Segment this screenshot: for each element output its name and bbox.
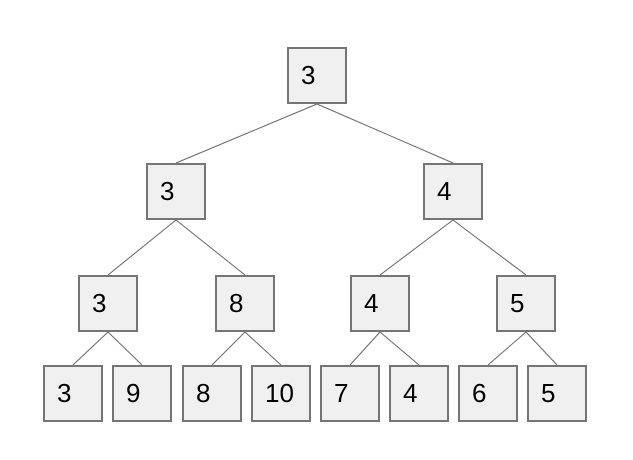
tree-node-l2-2: 4 [350,275,410,332]
tree-node-leaf-3: 10 [251,365,311,422]
tree-node-leaf-5: 4 [389,365,449,422]
tree-edge [244,331,282,366]
tree-edge [525,331,558,366]
tree-node-l1-1: 4 [423,163,483,220]
tree-edge [379,219,454,276]
tree-edge [107,331,143,366]
tree-node-leaf-7: 5 [527,365,587,422]
tree-node-leaf-1: 9 [112,365,172,422]
tree-node-l2-0: 3 [78,275,138,332]
tree-edge [175,219,246,276]
tree-node-leaf-0: 3 [43,365,103,422]
tree-node-root: 3 [287,47,347,104]
tree-node-leaf-6: 6 [458,365,518,422]
tree-edge [349,331,381,366]
tree-node-leaf-4: 7 [320,365,380,422]
tree-edge [72,331,109,366]
tree-edge [379,331,420,366]
tree-edge [211,331,246,366]
tree-edge [487,331,527,366]
tree-node-l2-3: 5 [496,275,556,332]
tree-edge [107,219,177,276]
tree-edge [316,103,454,164]
tree-node-l1-0: 3 [146,163,206,220]
tree-node-leaf-2: 8 [182,365,242,422]
tree-edge [175,103,318,164]
tree-edge [452,219,527,276]
tree-node-l2-1: 8 [215,275,275,332]
